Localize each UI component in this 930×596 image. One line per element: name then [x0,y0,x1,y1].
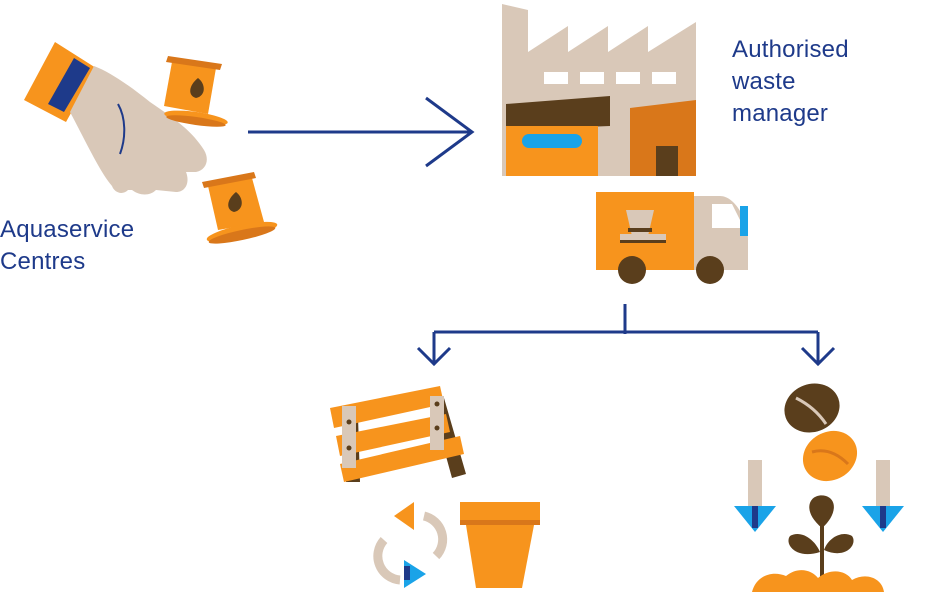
down-arrow-icon [862,460,904,532]
recycle-icon [373,502,448,588]
label-line: Centres [0,248,86,275]
branch-arrows [416,304,836,367]
label-line: Authorised [732,36,849,63]
label-line: manager [732,100,829,127]
bench-icon [330,386,466,482]
capsule-icon [202,172,278,244]
aquaservice-centres-label: Aquaservice Centres [0,214,134,278]
capsule-icon [164,56,228,127]
hand-with-capsules-icon [24,42,278,244]
delivery-truck-icon [596,192,748,284]
coffee-beans-icon [784,383,858,482]
label-line: Aquaservice [0,216,135,243]
plant-sprout-icon [752,495,884,592]
waste-manager-label: Authorised waste manager [732,34,849,130]
flow-arrow-right [248,96,475,168]
flower-pot-icon [460,502,540,588]
down-arrow-icon [734,460,776,532]
factory-icon [502,4,696,176]
label-line: waste [732,68,796,95]
